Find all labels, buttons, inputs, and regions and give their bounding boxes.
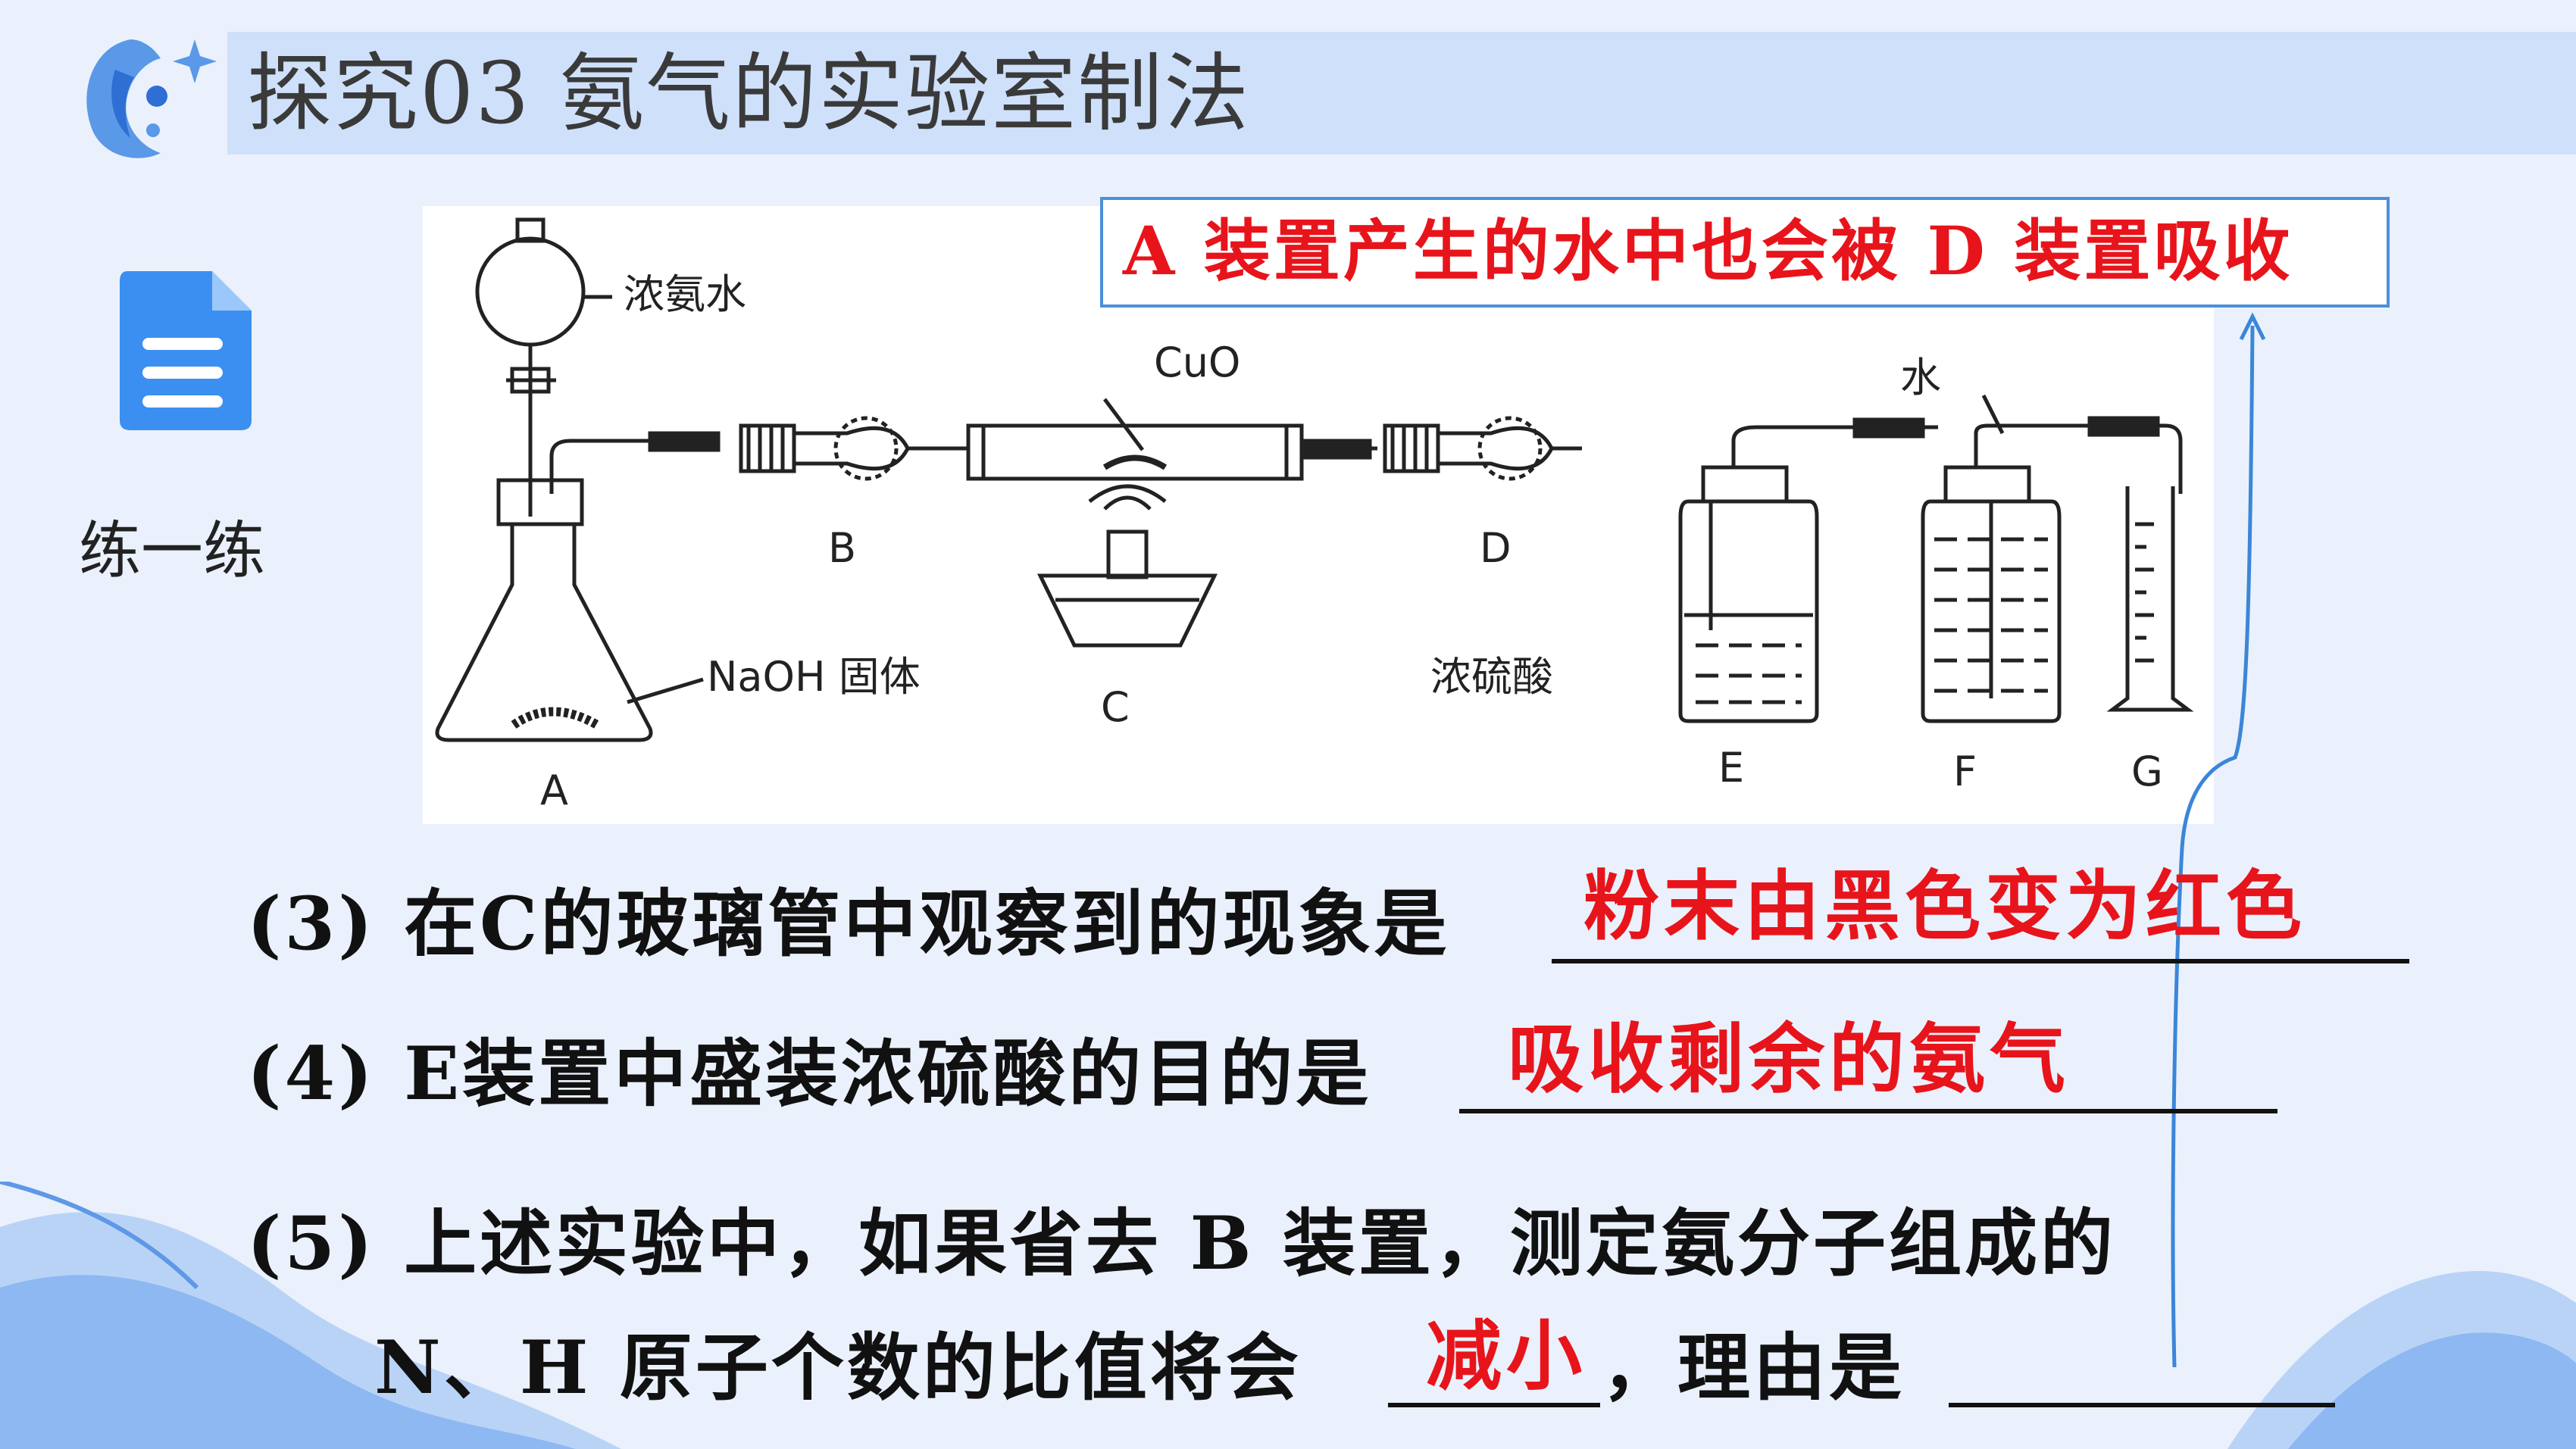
document-icon [120,271,252,430]
decorative-wave-left [0,1182,621,1449]
question-4-blank [1459,1109,2277,1113]
practice-label: 练一练 [79,515,266,587]
graduated-cylinder-g [2106,486,2194,712]
question-5-blank-1 [1388,1403,1600,1407]
page-title: 探究03 氨气的实验室制法 [247,45,1251,143]
label-f: F [1953,748,1977,795]
question-5-line-2b: ，理由是 [1602,1325,1905,1410]
separatory-funnel [475,236,586,347]
label-naoh: NaOH 固体 [707,653,921,701]
conical-flask-a [435,524,653,742]
question-5-blank-2 [1949,1403,2335,1407]
question-5-line-1: (5) 上述实验中，如果省去 B 装置，测定氨分子组成的 [247,1201,2117,1286]
label-g: G [2131,748,2163,795]
label-water: 水 [1900,354,1941,401]
drying-tube-d [1438,426,1554,471]
alcohol-lamp-c [1036,573,1218,648]
burner-wick [1106,529,1149,579]
label-e: E [1718,744,1744,792]
annotation-arrow-icon [2171,312,2266,1368]
question-3-answer: 粉末由黑色变为红色 [1583,861,2306,951]
question-4-text: (4) E装置中盛装浓硫酸的目的是 [247,1031,1372,1116]
question-5-answer: 减小 [1426,1311,1587,1401]
label-conc-sulfuric: 浓硫酸 [1430,653,1553,701]
stopper-a [496,478,584,526]
label-cuo: CuO [1154,339,1240,386]
stopper-e [1701,465,1789,504]
drying-tube-b [794,426,910,471]
label-b: B [828,524,856,572]
stopper-f [1943,465,2031,504]
logo-icon [86,39,217,158]
experiment-apparatus-diagram: 浓氨水 CuO 水 NaOH 固体 浓硫酸 A B C D E F G [423,206,2214,824]
gas-bottle-f [1921,499,2062,723]
label-c: C [1101,683,1130,731]
annotation-note-box [1100,197,2390,308]
label-conc-ammonia: 浓氨水 [624,270,746,318]
gas-bottle-e [1678,499,1819,723]
annotation-note-text: A 装置产生的水中也会被 D 装置吸收 [1123,211,2293,290]
label-a: A [540,767,568,814]
question-3-text: (3) 在C的玻璃管中观察到的现象是 [247,881,1450,967]
question-4-answer: 吸收剩余的氨气 [1508,1014,2070,1104]
question-3-blank [1552,959,2409,963]
label-d: D [1480,524,1512,572]
title-bar [227,32,2576,155]
question-5-line-2a: N、H 原子个数的比值将会 [374,1325,1302,1410]
combustion-tube-c [966,423,1304,481]
